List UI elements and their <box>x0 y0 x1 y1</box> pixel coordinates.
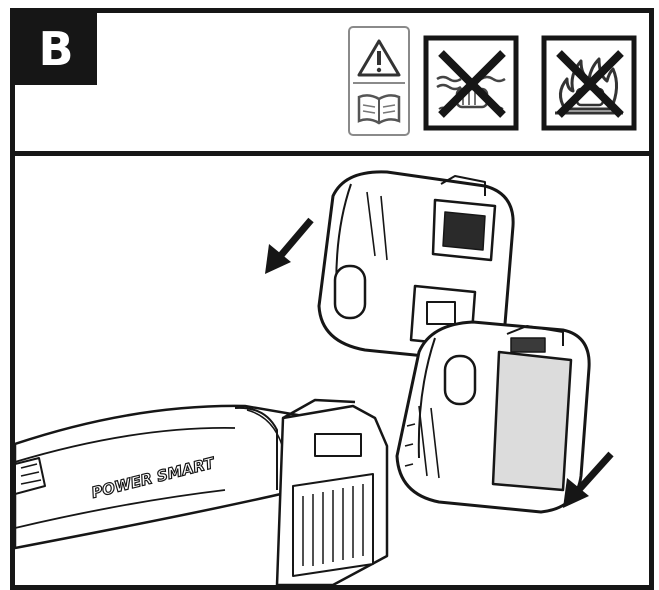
panel-header: B <box>15 13 649 156</box>
battery-pack-lower <box>395 320 591 514</box>
illustration-canvas: POWER SMART <box>15 170 614 585</box>
warning-read-manual-icon <box>348 26 410 136</box>
insert-arrow-lower-icon <box>563 451 614 508</box>
no-fire-icon <box>541 35 637 131</box>
step-badge: B <box>15 13 97 85</box>
no-water-icon <box>423 35 519 131</box>
battery-pack-upper <box>317 170 515 362</box>
tool-body <box>15 398 389 585</box>
insert-arrow-upper-icon <box>265 217 314 274</box>
instruction-panel: B <box>10 8 654 590</box>
battery-installation-illustration: POWER SMART <box>15 156 649 585</box>
